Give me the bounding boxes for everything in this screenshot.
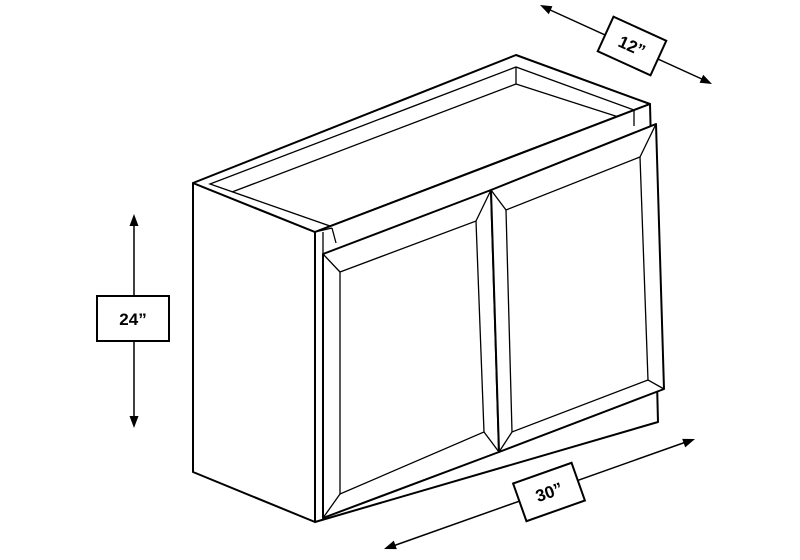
left-door (322, 189, 500, 519)
right-door (490, 123, 665, 453)
depth-label-box (596, 15, 668, 77)
height-label: 24” (119, 310, 146, 329)
cabinet-side-panel (192, 182, 316, 523)
depth-dimension: 12” (540, 5, 712, 84)
width-dimension: 30” (384, 438, 695, 550)
width-label-box (511, 461, 587, 523)
height-dimension: 24” (96, 214, 170, 428)
height-label-box (96, 295, 170, 342)
